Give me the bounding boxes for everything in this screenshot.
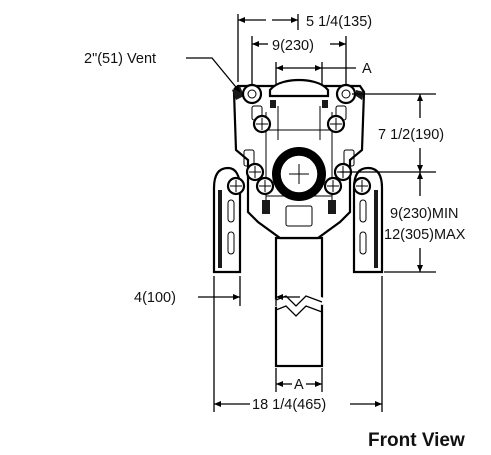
carrier-fixture — [212, 78, 384, 368]
ref-a-top: A — [362, 61, 372, 77]
caption-front-view: Front View — [368, 430, 465, 451]
top-hump — [268, 78, 330, 98]
dim-leg-offset: 4(100) — [134, 290, 176, 306]
vent-label: 2"(51) Vent — [84, 51, 156, 67]
dim-vent-spacing: 9(230) — [272, 38, 314, 54]
dimension-lines — [186, 14, 436, 412]
dim-height-upper: 7 1/2(190) — [378, 127, 444, 143]
dim-height-max: 12(305)MAX — [384, 227, 466, 243]
dim-overall-width: 18 1/4(465) — [252, 397, 326, 413]
bolt-holes — [226, 83, 372, 196]
central-outlet — [272, 147, 326, 201]
ref-a-bottom: A — [294, 377, 304, 393]
dim-top-width: 5 1/4(135) — [306, 14, 372, 30]
dim-height-min: 9(230)MIN — [390, 206, 459, 222]
